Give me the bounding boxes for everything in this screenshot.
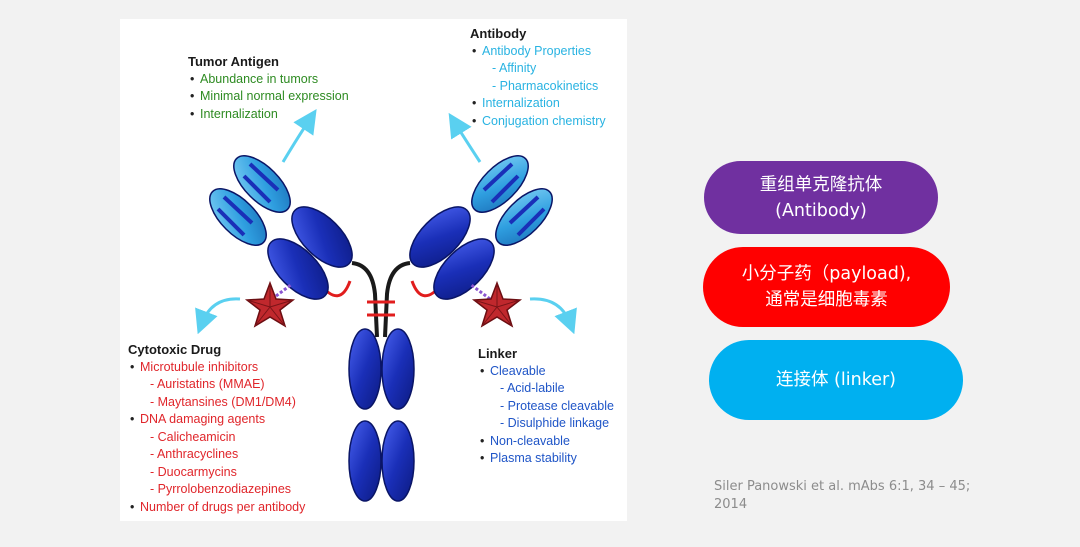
list-item: Internalization (188, 106, 349, 124)
list-item: - Pharmacokinetics (492, 78, 599, 93)
list-item: - Acid-labile (500, 381, 565, 395)
list-item: Minimal normal expression (188, 88, 349, 106)
antibody-label-pill: 重组单克隆抗体 (Antibody) (704, 161, 938, 234)
right-fab-arm (409, 155, 553, 300)
cytotoxic-drug-block: Cytotoxic Drug Microtubule inhibitors - … (128, 341, 305, 516)
linker-label-pill: 连接体 (linker) (709, 340, 963, 420)
list-item: - Auristatins (MMAE) (150, 377, 265, 391)
left-drug-payload (244, 280, 296, 328)
tumor-antigen-title: Tumor Antigen (188, 54, 279, 69)
list-item: Cleavable (478, 363, 614, 381)
cytotoxic-drug-title: Cytotoxic Drug (128, 342, 222, 357)
list-item: DNA damaging agents (128, 411, 305, 429)
list-item: Number of drugs per antibody (128, 499, 305, 517)
list-item: - Protease cleavable (500, 398, 614, 413)
linker-title: Linker (478, 346, 518, 361)
citation-line1: Siler Panowski et al. mAbs 6:1, 34 – 45; (714, 479, 971, 494)
list-item: Antibody Properties (470, 43, 606, 61)
list-item: Non-cleavable (478, 433, 614, 451)
adc-antibody-diagram (195, 109, 577, 502)
citation: Siler Panowski et al. mAbs 6:1, 34 – 45;… (714, 478, 1014, 514)
antibody-backbone (318, 261, 444, 338)
list-item: - Calicheamicin (150, 429, 236, 444)
list-item: - Pyrrolobenzodiazepines (150, 482, 292, 496)
list-item: - Duocarmycins (150, 464, 237, 479)
list-item: - Disulphide linkage (500, 416, 610, 430)
payload-label-pill: 小分子药（payload), 通常是细胞毒素 (703, 247, 950, 327)
left-fab-arm (209, 155, 353, 300)
linker-label-text: 连接体 (linker) (775, 370, 896, 390)
antibody-block: Antibody Antibody Properties - Affinity … (470, 25, 606, 130)
list-item: Internalization (470, 95, 606, 113)
list-item: Conjugation chemistry (470, 113, 606, 131)
linker-block: Linker Cleavable - Acid-labile - Proteas… (478, 345, 614, 468)
list-item: Abundance in tumors (188, 71, 349, 89)
adc-figure: Tumor Antigen Abundance in tumors Minima… (120, 19, 627, 521)
list-item: - Maytansines (DM1/DM4) (150, 394, 296, 409)
payload-label-line2: 通常是细胞毒素 (765, 290, 888, 310)
right-drug-payload (469, 280, 523, 328)
fc-heavy-chains (348, 328, 415, 502)
payload-label-line1: 小分子药（payload), (741, 264, 912, 284)
list-item: Plasma stability (478, 450, 614, 468)
antibody-label-line1: 重组单克隆抗体 (759, 174, 883, 195)
list-item: Microtubule inhibitors (128, 359, 305, 377)
antibody-label-line2: (Antibody) (775, 200, 867, 221)
tumor-antigen-block: Tumor Antigen Abundance in tumors Minima… (188, 53, 349, 123)
citation-line2: 2014 (714, 497, 748, 512)
list-item: - Anthracyclines (150, 447, 239, 461)
antibody-title: Antibody (470, 26, 527, 41)
list-item: - Affinity (492, 61, 537, 75)
